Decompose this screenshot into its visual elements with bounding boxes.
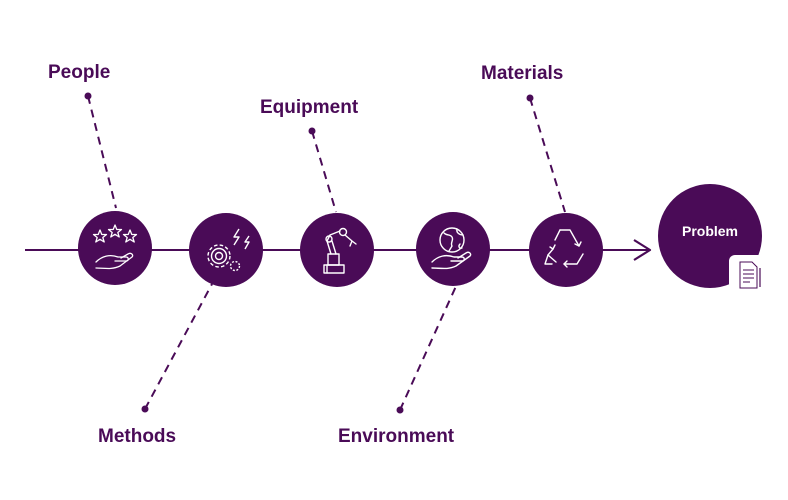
- branch-materials: [529, 97, 566, 213]
- branch-environment-dot: [396, 406, 404, 414]
- node-methods: [189, 213, 263, 287]
- spine-arrowhead: [633, 239, 652, 261]
- recycle-icon: [544, 229, 584, 268]
- node-equipment: [300, 213, 374, 287]
- branch-people-dot: [84, 92, 92, 100]
- branch-equipment: [311, 130, 337, 213]
- node-environment: [416, 212, 490, 286]
- branch-people: [87, 95, 117, 209]
- document-pen-icon: [729, 255, 764, 292]
- stars-hand-icon: [92, 224, 138, 270]
- gears-lightning-icon: [207, 228, 250, 272]
- globe-hand-icon: [431, 227, 472, 270]
- branch-methods: [144, 283, 213, 410]
- node-people: [78, 211, 152, 285]
- label-environment: Environment: [338, 426, 455, 447]
- label-people: People: [48, 62, 111, 83]
- branch-equipment-dot: [308, 127, 316, 135]
- branch-environment: [399, 283, 458, 411]
- label-methods: Methods: [98, 426, 177, 447]
- node-problem: [658, 184, 764, 292]
- robot-arm-icon: [323, 227, 357, 274]
- label-materials: Materials: [481, 63, 564, 84]
- label-equipment: Equipment: [260, 97, 359, 118]
- branch-materials-dot: [526, 94, 534, 102]
- node-materials: [529, 213, 603, 287]
- label-problem: Problem: [681, 223, 738, 239]
- branch-methods-dot: [141, 405, 149, 413]
